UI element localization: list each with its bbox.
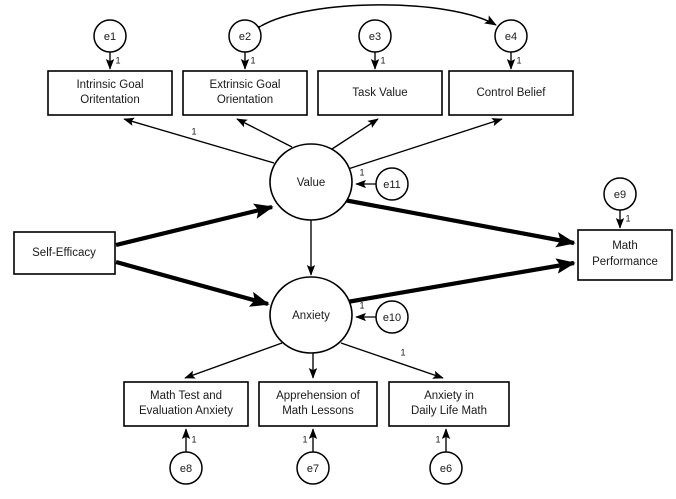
covariance-e2-e4: [249, 4, 497, 36]
path-anxiety-to-math-performance: [346, 258, 576, 305]
path-value-to-intrinsic-goal: [123, 117, 275, 164]
error-paths-top: 1 1 1 1: [105, 52, 522, 70]
error-paths-bottom: 1 1 1: [181, 428, 451, 452]
weight-label-e9: 1: [625, 213, 630, 223]
path-value-to-extrinsic-goal: [236, 118, 293, 148]
observed-variable-self-efficacy[interactable]: Self-Efficacy: [13, 231, 116, 275]
circle-e3[interactable]: [358, 19, 392, 53]
circle-e1[interactable]: [93, 19, 127, 53]
observed-variable-math-test-anxiety[interactable]: Math Test and Evaluation Anxiety: [123, 381, 249, 427]
error-term-e9[interactable]: e9: [603, 177, 637, 211]
circle-e6[interactable]: [429, 451, 463, 485]
circle-e4[interactable]: [494, 19, 528, 53]
box-math-test-anxiety[interactable]: [123, 381, 249, 427]
weight-label-e10: 1: [359, 300, 364, 310]
path-value-to-task-value: [331, 118, 379, 150]
error-term-e10[interactable]: e10: [375, 300, 409, 334]
weight-label-e6: 1: [435, 434, 440, 444]
weight-label-e2: 1: [250, 55, 255, 65]
error-term-e4[interactable]: e4: [494, 19, 528, 53]
weight-label-e8: 1: [191, 434, 196, 444]
box-extrinsic-goal[interactable]: [182, 70, 308, 116]
structural-paths-thick: [115, 197, 576, 307]
error-term-e2[interactable]: e2: [228, 19, 262, 53]
box-apprehension[interactable]: [258, 381, 378, 427]
error-term-e1[interactable]: e1: [93, 19, 127, 53]
observed-variable-control-belief[interactable]: Control Belief: [448, 70, 574, 116]
box-self-efficacy[interactable]: [13, 231, 116, 275]
covariance-arc-path: [249, 4, 497, 36]
error-term-e6[interactable]: e6: [429, 451, 463, 485]
path-value-to-control-belief: [347, 118, 503, 170]
latent-variable-value[interactable]: Value: [269, 143, 353, 221]
box-control-belief[interactable]: [448, 70, 574, 116]
box-task-value[interactable]: [317, 70, 443, 116]
error-term-e8[interactable]: e8: [169, 451, 203, 485]
path-self-efficacy-to-anxiety: [115, 259, 270, 307]
ellipse-anxiety[interactable]: [269, 276, 353, 354]
error-term-e3[interactable]: e3: [358, 19, 392, 53]
observed-variable-math-performance[interactable]: Math Performance: [577, 229, 673, 281]
circle-e2[interactable]: [228, 19, 262, 53]
observed-variable-extrinsic-goal[interactable]: Extrinsic Goal Orientation: [182, 70, 308, 116]
weight-label-value-intrinsic: 1: [191, 126, 196, 136]
weight-label-e7: 1: [302, 434, 307, 444]
weight-label-e11: 1: [359, 167, 364, 177]
weight-label-e4: 1: [516, 55, 521, 65]
path-value-to-math-performance: [343, 197, 576, 248]
ellipse-value[interactable]: [269, 143, 353, 221]
observed-variable-intrinsic-goal[interactable]: Intrinsic Goal Oritentation: [47, 70, 173, 116]
error-term-e11[interactable]: e11: [375, 167, 409, 201]
box-intrinsic-goal[interactable]: [47, 70, 173, 116]
error-term-e7[interactable]: e7: [296, 451, 330, 485]
box-math-performance[interactable]: [577, 229, 673, 281]
circle-e8[interactable]: [169, 451, 203, 485]
weight-label-e1: 1: [115, 55, 120, 65]
circle-e11[interactable]: [375, 167, 409, 201]
weight-label-e3: 1: [380, 55, 385, 65]
observed-variable-task-value[interactable]: Task Value: [317, 70, 443, 116]
observed-variable-apprehension[interactable]: Apprehension of Math Lessons: [258, 381, 378, 427]
path-anxiety-to-math-test-anxiety: [184, 342, 283, 379]
path-self-efficacy-to-value: [115, 203, 274, 248]
latent-variable-anxiety[interactable]: Anxiety: [269, 276, 353, 354]
observed-variable-daily-life-anxiety[interactable]: Anxiety in Daily Life Math: [388, 381, 510, 427]
circle-e10[interactable]: [375, 300, 409, 334]
circle-e9[interactable]: [603, 177, 637, 211]
circle-e7[interactable]: [296, 451, 330, 485]
path-anxiety-to-daily-life-anxiety: [340, 342, 444, 379]
box-daily-life-anxiety[interactable]: [388, 381, 510, 427]
weight-label-anxiety-dailylife: 1: [400, 347, 405, 357]
